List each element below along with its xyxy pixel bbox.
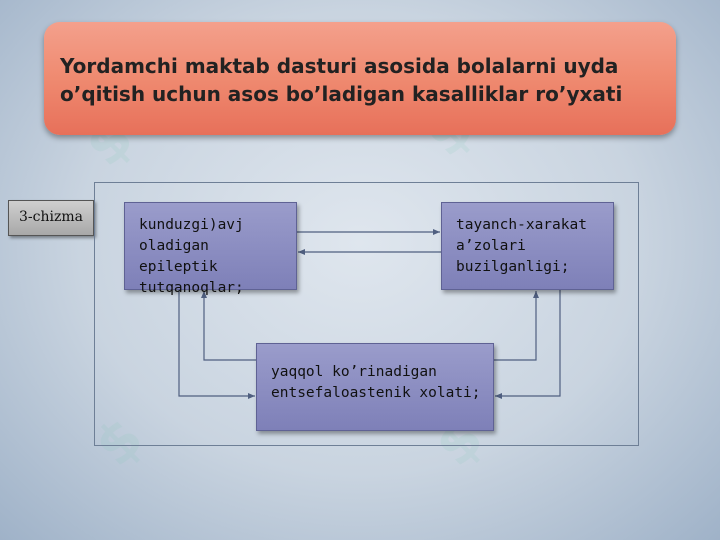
title-banner: Yordamchi maktab dasturi asosida bolalar…	[44, 22, 676, 135]
slide-title: Yordamchi maktab dasturi asosida bolalar…	[60, 54, 623, 106]
box-musculoskeletal-disorder: tayanch-xarakat a’zolari buzilganligi;	[441, 202, 614, 290]
box-encephaloasthenic-state: yaqqol ko’rinadigan entsefaloastenik xol…	[256, 343, 494, 431]
arrow-b-to-c	[495, 290, 561, 399]
arrow-c-to-b	[494, 291, 539, 361]
figure-label: 3-chizma	[8, 200, 94, 236]
diagram-frame	[94, 182, 639, 446]
arrow-c-to-a	[201, 291, 256, 361]
box-epileptic-seizures: kunduzgi)avj oladigan epileptik tutqanoq…	[124, 202, 297, 296]
arrow-a-to-c	[178, 290, 255, 399]
